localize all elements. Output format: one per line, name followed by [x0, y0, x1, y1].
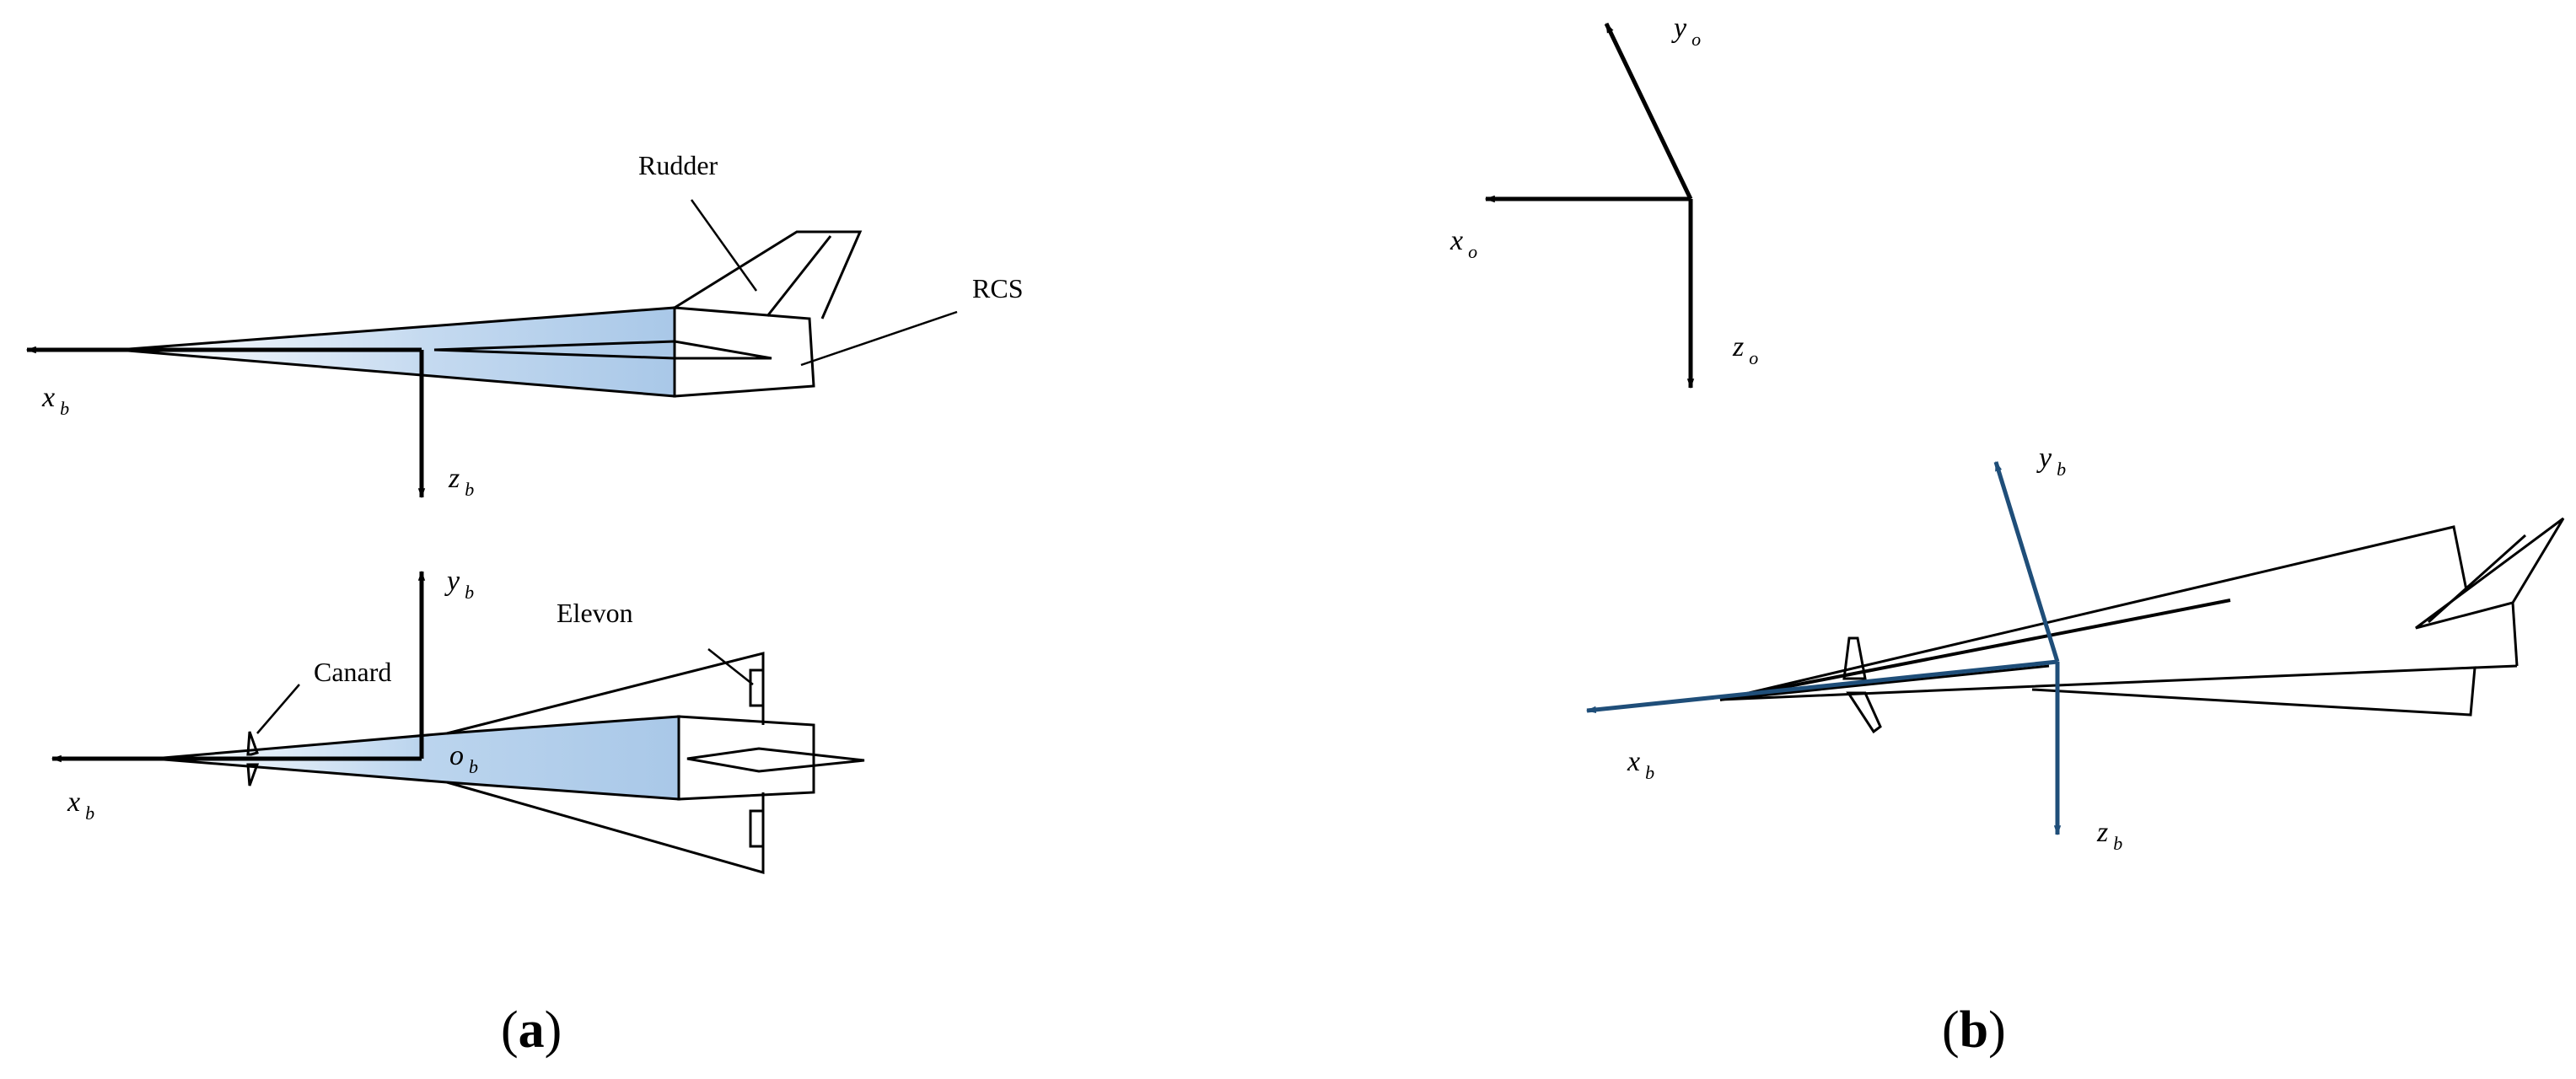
body-x-axis-arrow: [1585, 659, 2058, 714]
rcs-label: RCS: [972, 273, 1023, 303]
panel-a-caption: (a): [501, 1001, 562, 1059]
top-aft-body: [677, 715, 815, 801]
side-aft-body: [673, 306, 815, 398]
oblique-lower-wing: [1719, 666, 2477, 717]
oblique-canard-bottom: [1846, 691, 1882, 734]
elevon-upper: [749, 668, 765, 707]
panel-b-caption: (b): [1942, 1001, 2006, 1059]
canard-bottom: [246, 763, 260, 786]
oblique-body-spine: [1719, 599, 2231, 701]
aircraft-oblique: [1719, 517, 2565, 734]
top-nozzle-diamond: [686, 747, 865, 773]
top-wing-lower: [446, 781, 765, 874]
rudder-fin: [674, 230, 863, 319]
body-y-axis-arrow: [1993, 460, 2060, 663]
rudder-leader-line: [690, 199, 758, 292]
elevon-lower: [749, 809, 765, 848]
ground-y-axis-arrow: [1604, 22, 1693, 201]
rcs-leader-line: [800, 310, 958, 367]
oblique-trailing-edge: [2474, 664, 2518, 669]
canard-label: Canard: [314, 657, 391, 687]
oblique-rudder-rib: [2427, 534, 2527, 624]
side-wing: [433, 340, 772, 360]
oblique-aft-edge: [2511, 602, 2519, 667]
elevon-leader-line: [707, 648, 754, 685]
oblique-upper-wing: [1719, 525, 2468, 701]
rudder-label: Rudder: [638, 150, 718, 180]
canard-top: [246, 731, 259, 756]
oblique-rudder: [2415, 517, 2565, 630]
rudder-fin-rib: [766, 235, 832, 317]
elevon-label: Elevon: [557, 598, 633, 628]
oblique-body-edge: [1719, 664, 2050, 701]
oblique-canard-top: [1842, 636, 1867, 680]
canard-leader-line: [256, 684, 300, 734]
